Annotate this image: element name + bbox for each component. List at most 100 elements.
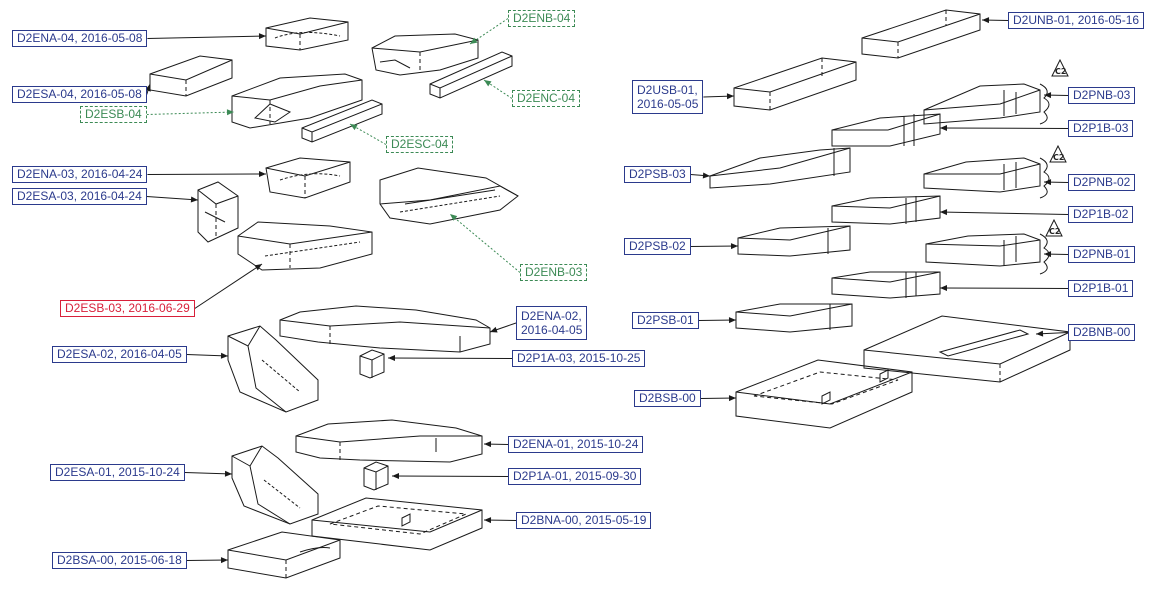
arrowhead-d2bna-00 bbox=[484, 517, 492, 524]
arrowhead-d2pnb-03 bbox=[1044, 92, 1052, 99]
label-d2esb-03: D2ESB-03, 2016-06-29 bbox=[60, 300, 195, 317]
arrowhead-d2enb-04 bbox=[470, 37, 478, 44]
shape-p1a-01 bbox=[363, 461, 389, 491]
shape-bsb-00 bbox=[735, 359, 913, 429]
arrowhead-d2enb-03 bbox=[450, 214, 458, 221]
arrowhead-d2bnb-00 bbox=[1036, 330, 1044, 337]
label-d2esa-03: D2ESA-03, 2016-04-24 bbox=[12, 188, 147, 205]
leader-d2enb-03 bbox=[449, 213, 521, 273]
label-text-line: D2ESA-04, 2016-05-08 bbox=[17, 87, 142, 101]
label-text-line: D2PSB-03 bbox=[629, 167, 686, 181]
label-text-line: D2P1B-01 bbox=[1073, 281, 1129, 295]
leader-lines bbox=[145, 17, 1069, 564]
arrowhead-d2esa-02 bbox=[220, 352, 228, 359]
label-text-line: D2BSB-00 bbox=[639, 391, 696, 405]
label-text-line: D2ENA-03, 2016-04-24 bbox=[17, 167, 143, 181]
arrowhead-d2usb-01 bbox=[726, 93, 734, 100]
label-d2esa-01: D2ESA-01, 2015-10-24 bbox=[50, 464, 185, 481]
label-text-line: D2PNB-01 bbox=[1073, 247, 1131, 261]
shape-esa-04 bbox=[149, 55, 233, 97]
shape-pnb-03 bbox=[923, 83, 1050, 125]
shape-pnb-01 bbox=[925, 233, 1050, 275]
label-d2bnb-00: D2BNB-00 bbox=[1068, 324, 1136, 341]
leader-d2esb-04 bbox=[146, 111, 235, 115]
shape-esa-02 bbox=[227, 325, 319, 413]
shape-psb-02 bbox=[737, 225, 851, 257]
c2-marker-2: C2 bbox=[1049, 144, 1067, 163]
label-d2enc-04: D2ENC-04 bbox=[512, 90, 581, 107]
label-text-line: D2ESB-04 bbox=[85, 107, 142, 121]
arrowhead-d2esb-04 bbox=[226, 109, 234, 116]
arrowhead-d2psb-01 bbox=[728, 317, 736, 324]
leader-d2p1b-03 bbox=[939, 127, 1069, 129]
c2-marker-3: C2 bbox=[1051, 58, 1069, 77]
label-d2enb-04: D2ENB-04 bbox=[508, 10, 576, 27]
label-d2esc-04: D2ESC-04 bbox=[386, 136, 454, 153]
label-d2ena-01: D2ENA-01, 2015-10-24 bbox=[508, 436, 644, 453]
shape-enb-03 bbox=[379, 167, 519, 225]
label-d2psb-01: D2PSB-01 bbox=[632, 312, 699, 329]
label-text-line: D2ESA-03, 2016-04-24 bbox=[17, 189, 142, 203]
c2-marker-1-text: C2 bbox=[1049, 227, 1060, 236]
shape-unb-01 bbox=[861, 9, 981, 59]
shape-enb-04 bbox=[371, 33, 479, 76]
shape-ena-04 bbox=[265, 17, 349, 51]
label-d2ena-03: D2ENA-03, 2016-04-24 bbox=[12, 166, 148, 183]
arrowhead-d2p1a-03 bbox=[388, 355, 396, 362]
label-text-line: 2016-05-05 bbox=[637, 97, 699, 111]
arrowhead-d2esb-03 bbox=[254, 264, 262, 271]
arrowhead-d2psb-02 bbox=[730, 243, 738, 250]
label-text-line: D2ENC-04 bbox=[517, 91, 576, 105]
label-text-line: D2BSA-00, 2015-06-18 bbox=[57, 553, 182, 567]
label-text-line: D2ENB-03 bbox=[525, 265, 583, 279]
label-d2esa-04: D2ESA-04, 2016-05-08 bbox=[12, 86, 147, 103]
shape-psb-03 bbox=[709, 147, 851, 189]
shape-p1b-02 bbox=[831, 195, 941, 225]
leader-d2psb-02 bbox=[690, 245, 739, 247]
label-d2enb-03: D2ENB-03 bbox=[520, 264, 588, 281]
label-text-line: D2P1B-02 bbox=[1073, 207, 1129, 221]
label-text-line: D2ENA-02, bbox=[521, 309, 582, 323]
leader-d2esa-03 bbox=[146, 196, 199, 201]
label-d2p1b-03: D2P1B-03 bbox=[1068, 120, 1134, 137]
arrowhead-d2pnb-02 bbox=[1044, 179, 1052, 186]
arrowhead-d2ena-03 bbox=[258, 171, 266, 178]
leader-d2esb-03 bbox=[194, 263, 263, 309]
shape-p1b-01 bbox=[831, 271, 941, 299]
label-text-line: D2ESC-04 bbox=[391, 137, 449, 151]
label-d2psb-02: D2PSB-02 bbox=[624, 238, 691, 255]
arrowhead-d2bsa-00 bbox=[220, 557, 228, 564]
label-text-line: D2P1B-03 bbox=[1073, 121, 1129, 135]
label-text-line: D2ESA-01, 2015-10-24 bbox=[55, 465, 180, 479]
leader-d2ena-03 bbox=[147, 173, 267, 175]
leader-d2p1b-02 bbox=[939, 211, 1069, 215]
label-text-line: D2USB-01, bbox=[637, 83, 698, 97]
shape-bsa-00 bbox=[227, 531, 341, 579]
label-d2pnb-01: D2PNB-01 bbox=[1068, 246, 1136, 263]
label-d2bsb-00: D2BSB-00 bbox=[634, 390, 701, 407]
label-d2bsa-00: D2BSA-00, 2015-06-18 bbox=[52, 552, 187, 569]
shape-esb-03 bbox=[237, 221, 373, 271]
arrowhead-d2enc-04 bbox=[484, 80, 492, 87]
shape-psb-01 bbox=[735, 303, 853, 333]
label-d2p1a-01: D2P1A-01, 2015-09-30 bbox=[508, 468, 642, 485]
shape-p1a-03 bbox=[359, 349, 385, 379]
shape-p1b-03 bbox=[831, 113, 941, 147]
label-text-line: D2PSB-02 bbox=[629, 239, 686, 253]
c2-marker-2-text: C2 bbox=[1053, 153, 1064, 162]
arrowhead-d2p1b-03 bbox=[940, 125, 948, 132]
leader-d2esc-04 bbox=[349, 123, 387, 145]
arrowhead-d2ena-01 bbox=[484, 441, 492, 448]
label-d2ena-04: D2ENA-04, 2016-05-08 bbox=[12, 30, 148, 47]
shape-esa-03 bbox=[197, 181, 239, 243]
shape-enc-04 bbox=[429, 51, 513, 99]
label-d2esa-02: D2ESA-02, 2016-04-05 bbox=[52, 346, 187, 363]
arrowhead-d2esc-04 bbox=[350, 124, 358, 131]
shape-ena-03 bbox=[265, 157, 351, 199]
label-text-line: D2ENB-04 bbox=[513, 11, 571, 25]
label-d2pnb-03: D2PNB-03 bbox=[1068, 87, 1136, 104]
shape-esa-01 bbox=[231, 445, 319, 525]
label-d2pnb-02: D2PNB-02 bbox=[1068, 174, 1136, 191]
arrowhead-d2p1b-02 bbox=[940, 209, 948, 216]
